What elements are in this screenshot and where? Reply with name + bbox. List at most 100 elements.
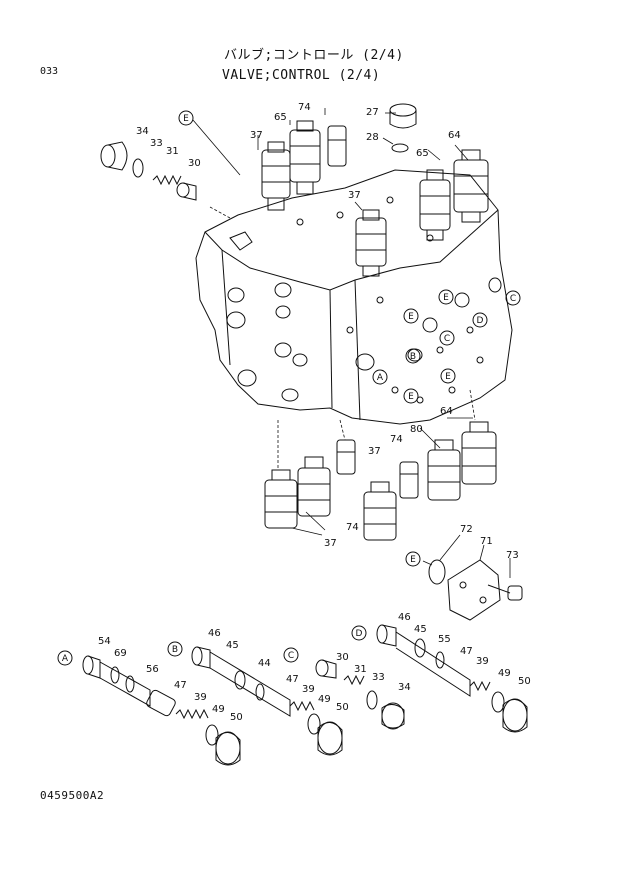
callout-34: 34 [398, 682, 411, 693]
poppet-30-top [176, 182, 197, 201]
svg-text:C: C [444, 334, 450, 344]
callout-37: 37 [368, 446, 381, 457]
plug-34-top [100, 141, 128, 171]
callout-50: 50 [336, 702, 349, 713]
callout-34: 34 [136, 126, 149, 137]
cover-plate-71 [447, 559, 501, 621]
ref-a-spool: A [57, 650, 73, 666]
svg-text:C: C [510, 294, 516, 304]
ref-e-plate: E [405, 551, 421, 567]
callout-45: 45 [226, 640, 239, 651]
callout-33: 33 [372, 672, 385, 683]
ref-e-body-3: E [440, 368, 456, 384]
svg-text:C: C [288, 651, 294, 661]
callout-49: 49 [498, 668, 511, 679]
valve-37-lower-center [363, 481, 397, 541]
ref-a-body: A [372, 369, 388, 385]
callout-30: 30 [188, 158, 201, 169]
ref-e-body-1: E [403, 308, 419, 324]
fitting-74-top [327, 125, 347, 167]
callout-30: 30 [336, 652, 349, 663]
o-ring-72 [428, 559, 446, 585]
ref-c-body-1: C [439, 330, 455, 346]
valve-65-top-right [419, 169, 451, 241]
spool-assembly-c [315, 659, 405, 730]
callout-27: 27 [366, 107, 379, 118]
o-ring-28 [391, 143, 409, 153]
callout-47: 47 [286, 674, 299, 685]
title-japanese: バルブ;コントロール (2/4) [224, 48, 404, 63]
ref-b-spool: B [167, 641, 183, 657]
o-ring-33-top [132, 158, 144, 178]
callout-31: 31 [354, 664, 367, 675]
callout-47: 47 [460, 646, 473, 657]
fitting-74-lower-left [336, 439, 356, 475]
reference-markers: E E A B C C D E E E E A B C D [57, 110, 521, 666]
svg-text:E: E [445, 372, 451, 382]
ref-e-top: E [178, 110, 194, 126]
valve-64-top-right [453, 149, 489, 223]
svg-text:E: E [410, 555, 416, 565]
svg-text:D: D [477, 316, 484, 326]
callout-73: 73 [506, 550, 519, 561]
valve-80 [427, 439, 461, 501]
ref-d-body: D [472, 312, 488, 328]
callout-50: 50 [518, 676, 531, 687]
callout-50: 50 [230, 712, 243, 723]
drawing-number: 0459500A2 [40, 789, 105, 802]
svg-text:E: E [408, 312, 414, 322]
valve-64-lower [461, 421, 497, 485]
svg-text:E: E [408, 392, 414, 402]
callout-65: 65 [274, 112, 287, 123]
callout-49: 49 [318, 694, 331, 705]
callout-39: 39 [476, 656, 489, 667]
callout-46: 46 [398, 612, 411, 623]
valve-37-lower-left-a [264, 469, 298, 529]
valve-37-top-center [355, 209, 387, 277]
callout-54: 54 [98, 636, 111, 647]
ref-d-spool: D [351, 625, 367, 641]
svg-text:A: A [62, 654, 69, 664]
callout-74: 74 [346, 522, 359, 533]
callout-37: 37 [348, 190, 361, 201]
callout-46: 46 [208, 628, 221, 639]
callout-33: 33 [150, 138, 163, 149]
plug-27 [389, 103, 417, 129]
svg-text:B: B [172, 645, 178, 655]
spool-assembly-d [376, 624, 528, 733]
callout-74: 74 [298, 102, 311, 113]
callout-39: 39 [302, 684, 315, 695]
spool-assembly-b [191, 646, 343, 756]
callout-39: 39 [194, 692, 207, 703]
callout-64: 64 [440, 406, 453, 417]
svg-text:D: D [356, 629, 363, 639]
leader-lines [192, 108, 511, 578]
spool-assembly-a [82, 655, 241, 766]
page-id: 033 [40, 66, 59, 77]
fitting-74-lower-center [399, 461, 419, 499]
ref-b-body: B [405, 348, 421, 364]
callout-55: 55 [438, 634, 451, 645]
ref-e-body-2: E [438, 289, 454, 305]
callout-31: 31 [166, 146, 179, 157]
callout-71: 71 [480, 536, 493, 547]
callout-64: 64 [448, 130, 461, 141]
callout-45: 45 [414, 624, 427, 635]
svg-text:B: B [410, 352, 416, 362]
callout-69: 69 [114, 648, 127, 659]
svg-text:A: A [377, 373, 384, 383]
title-english: VALVE;CONTROL (2/4) [222, 68, 381, 83]
svg-text:E: E [183, 114, 189, 124]
callout-47: 47 [174, 680, 187, 691]
svg-text:E: E [443, 293, 449, 303]
ref-c-spool: C [283, 647, 299, 663]
ref-e-body-4: E [403, 388, 419, 404]
callout-72: 72 [460, 524, 473, 535]
callout-37: 37 [324, 538, 337, 549]
valve-body [195, 169, 513, 425]
callout-44: 44 [258, 658, 271, 669]
callout-37: 37 [250, 130, 263, 141]
callout-80: 80 [410, 424, 423, 435]
callout-56: 56 [146, 664, 159, 675]
